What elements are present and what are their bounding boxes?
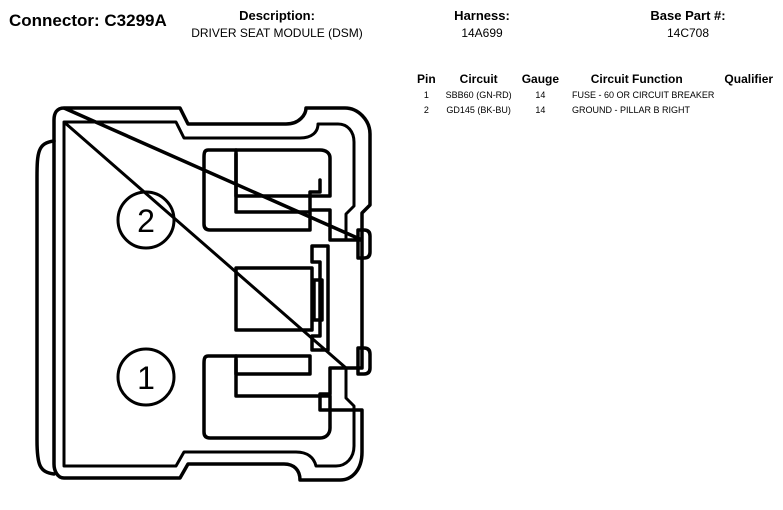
column-header-pin: Pin — [417, 72, 436, 86]
harness-label: Harness: — [454, 8, 510, 23]
cell-pin: 2 — [423, 104, 429, 115]
cell-circuit: GD145 (BK-BU) — [446, 104, 511, 115]
pin-table-header: Pin Circuit Gauge Circuit Function Quali… — [412, 71, 778, 87]
pin-table: Pin Circuit Gauge Circuit Function Quali… — [412, 71, 778, 117]
cell-circuit-function: FUSE - 60 OR CIRCUIT BREAKER — [572, 89, 715, 100]
base-part-label: Base Part #: — [650, 8, 726, 23]
pin-1-marker: 1 — [116, 347, 176, 407]
cell-gauge: 14 — [535, 89, 546, 100]
pin-2-label: 2 — [137, 203, 155, 239]
pin-2-circle — [116, 190, 176, 250]
connector-title: Connector: C3299A — [9, 11, 167, 30]
right-clip-upper — [356, 228, 372, 260]
table-row: 1 SBB60 (GN-RD) 14 FUSE - 60 OR CIRCUIT … — [412, 87, 778, 102]
right-clip-lower — [356, 346, 372, 376]
connector-side-latch — [35, 139, 56, 476]
center-key-slot — [234, 266, 314, 332]
cell-circuit: SBB60 (GN-RD) — [445, 89, 512, 100]
center-key-rail — [310, 244, 330, 352]
pin-2-marker: 2 — [116, 190, 176, 250]
description-value: DRIVER SEAT MODULE (DSM) — [191, 26, 363, 40]
column-header-circuit-function: Circuit Function — [590, 72, 683, 86]
description-label: Description: — [239, 8, 315, 23]
column-header-gauge: Gauge — [521, 72, 560, 86]
column-header-qualifier: Qualifier — [724, 72, 774, 86]
table-row: 2 GD145 (BK-BU) 14 GROUND - PILLAR B RIG… — [412, 102, 778, 117]
pin-1-label: 1 — [137, 360, 155, 396]
connector-inner-outline — [62, 120, 356, 468]
cell-circuit-function: GROUND - PILLAR B RIGHT — [572, 104, 691, 115]
cell-pin: 1 — [423, 89, 429, 100]
column-header-circuit: Circuit — [459, 72, 498, 86]
terminal-cavity-pin-1 — [202, 354, 332, 440]
base-part-value: 14C708 — [666, 26, 710, 40]
terminal-cavity-pin-2-inner — [234, 148, 332, 198]
center-key-tab — [312, 278, 324, 322]
terminal-cavity-pin-1-inner — [234, 354, 312, 376]
cell-gauge: 14 — [535, 104, 546, 115]
pin-1-circle — [116, 347, 176, 407]
harness-value: 14A699 — [461, 26, 503, 40]
terminal-cavity-pin-2 — [202, 148, 312, 232]
